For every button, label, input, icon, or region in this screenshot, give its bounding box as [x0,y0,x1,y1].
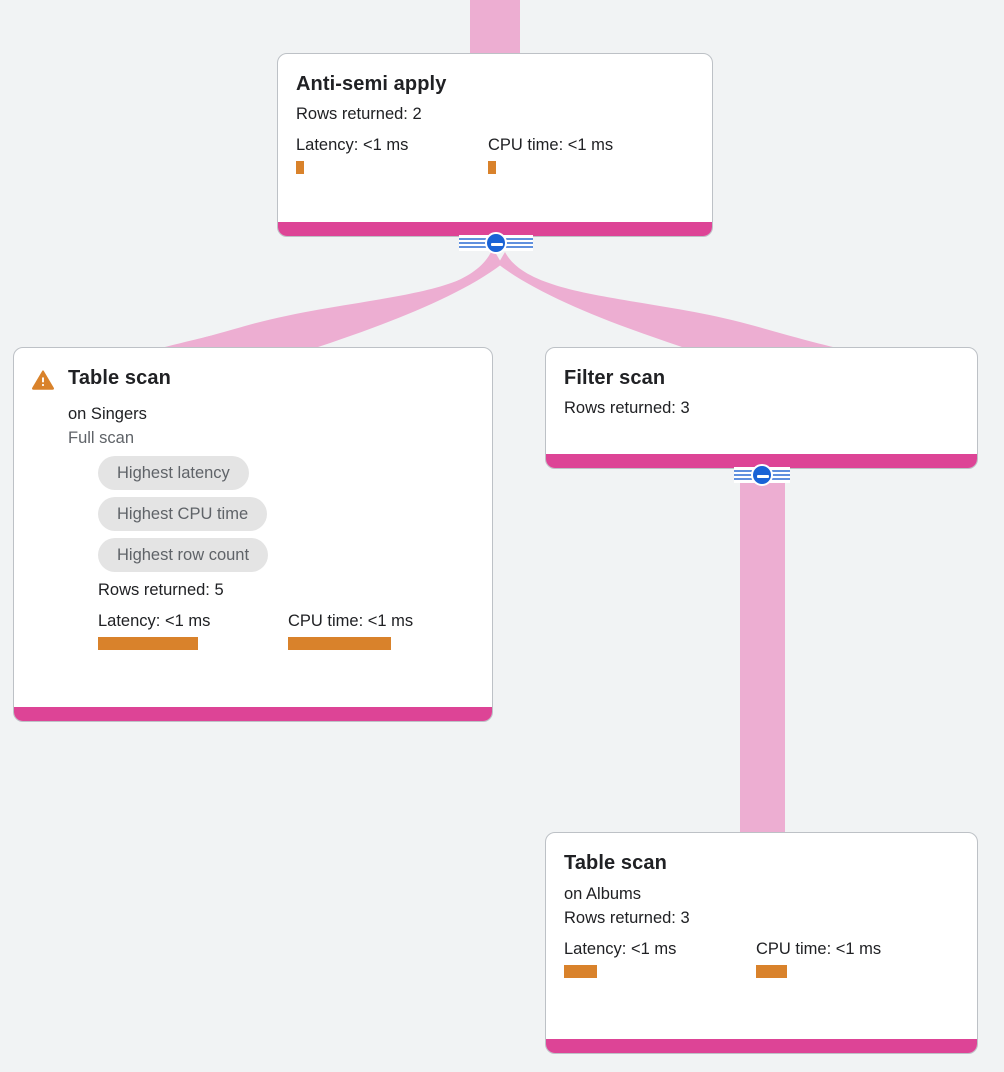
card-title-row: Filter scan [564,366,959,390]
card-accent-bar [278,222,712,236]
card-body: Table scan on Singers Full scan Highest … [14,348,492,660]
badge-highest-latency[interactable]: Highest latency [98,456,249,490]
metric-latency-bar [564,965,597,978]
metric-cpu-time-bar [288,637,391,650]
collapse-toggle-filter-scan[interactable] [734,464,790,486]
metric-latency: Latency: <1 ms [296,135,488,174]
node-card-table-scan-albums[interactable]: Table scan on Albums Rows returned: 3 La… [545,832,978,1054]
card-body: Table scan on Albums Rows returned: 3 La… [546,833,977,988]
card-accent-bar [546,1039,977,1053]
node-title: Anti-semi apply [296,73,447,95]
node-card-anti-semi-apply[interactable]: Anti-semi apply Rows returned: 2 Latency… [277,53,713,237]
card-body: Anti-semi apply Rows returned: 2 Latency… [278,54,712,184]
collapse-toggle-anti-semi-apply[interactable] [459,232,533,254]
metric-cpu-time: CPU time: <1 ms [756,939,881,978]
rows-returned: Rows returned: 2 [296,105,422,123]
card-title-row: Table scan [32,366,474,395]
metric-cpu-time-bar [488,161,496,174]
rows-returned: Rows returned: 3 [564,399,690,417]
node-card-filter-scan[interactable]: Filter scan Rows returned: 3 [545,347,978,469]
node-title: Filter scan [564,367,666,389]
card-accent-bar [14,707,492,721]
card-title-row: Table scan [564,851,959,875]
metrics-row: Latency: <1 ms CPU time: <1 ms [296,135,694,174]
metrics-row: Latency: <1 ms CPU time: <1 ms [98,611,474,650]
node-title: Table scan [68,367,171,389]
metric-latency-label: Latency: <1 ms [98,612,211,630]
badge-highest-row-count[interactable]: Highest row count [98,538,269,572]
node-subtitle: on Singers [68,405,147,423]
rows-returned: Rows returned: 5 [98,581,224,599]
metric-latency-bar [98,637,198,650]
node-subtitle: on Albums [564,885,642,903]
metric-cpu-time: CPU time: <1 ms [488,135,613,174]
node-card-table-scan-singers[interactable]: Table scan on Singers Full scan Highest … [13,347,493,722]
metric-cpu-time-bar [756,965,787,978]
metric-latency-label: Latency: <1 ms [564,940,677,958]
edge-root-to-table-scan-singers-fill [142,252,502,353]
metric-latency: Latency: <1 ms [98,611,288,650]
card-accent-bar [546,454,977,468]
metric-cpu-time-label: CPU time: <1 ms [756,940,882,958]
metric-latency-bar [296,161,304,174]
metric-latency-label: Latency: <1 ms [296,136,409,154]
node-badges: Highest latency Highest CPU time Highest… [98,456,474,572]
edge-incoming-root [470,0,520,54]
metric-latency: Latency: <1 ms [564,939,756,978]
warning-triangle-icon [32,370,54,395]
metric-cpu-time-label: CPU time: <1 ms [288,612,414,630]
collapse-minus-icon[interactable] [485,232,507,254]
edge-filter-scan-to-table-scan-albums [740,476,785,836]
card-body: Filter scan Rows returned: 3 [546,348,977,429]
metric-cpu-time: CPU time: <1 ms [288,611,413,650]
node-scan-type: Full scan [68,429,135,447]
edge-root-to-filter-scan [498,252,858,353]
rows-returned: Rows returned: 3 [564,909,690,927]
metric-cpu-time-label: CPU time: <1 ms [488,136,614,154]
edge-root-to-table-scan-singers [146,250,500,352]
metrics-row: Latency: <1 ms CPU time: <1 ms [564,939,959,978]
badge-highest-cpu-time[interactable]: Highest CPU time [98,497,268,531]
collapse-minus-icon[interactable] [751,464,773,486]
node-title: Table scan [564,852,667,874]
card-title-row: Anti-semi apply [296,72,694,96]
